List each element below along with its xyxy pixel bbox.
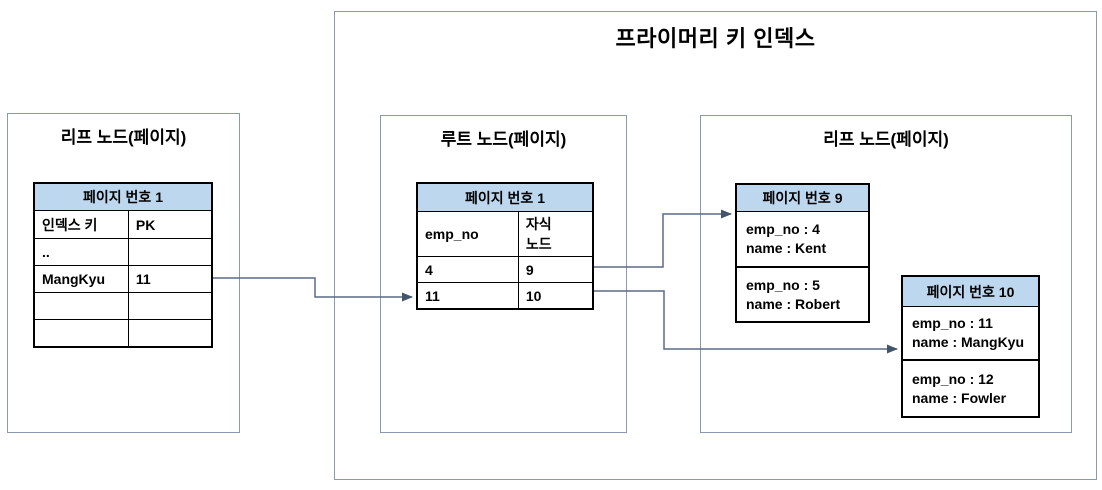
- primary-key-index-group-box: 프라이머리 키 인덱스: [334, 11, 1097, 480]
- record-line: emp_no : 11: [912, 315, 993, 332]
- table-cell: ..: [35, 239, 129, 265]
- table-cell: [129, 320, 211, 346]
- left-leaf-node-title: 리프 노드(페이지): [60, 128, 187, 147]
- root-table-header: 페이지 번호 1: [418, 184, 592, 212]
- table-row: 4 9: [418, 257, 592, 283]
- record-line: emp_no : 12: [912, 370, 994, 387]
- table-row: [35, 293, 211, 320]
- record-line: name : Robert: [746, 295, 841, 312]
- table-row: emp_no 자식 노드: [418, 212, 592, 257]
- col-header-child-node: 자식 노드: [519, 212, 592, 256]
- table-row: MangKyu 11: [35, 266, 211, 293]
- col-header-index-key: 인덱스 키: [35, 211, 129, 238]
- root-page-table: 페이지 번호 1 emp_no 자식 노드 4 9 11 10: [416, 182, 594, 310]
- record-cell: emp_no : 4 name : Kent: [737, 212, 868, 268]
- left-table-header: 페이지 번호 1: [35, 184, 211, 211]
- leaf-page9-table: 페이지 번호 9 emp_no : 4 name : Kent emp_no :…: [735, 183, 870, 323]
- left-leaf-node-box: 리프 노드(페이지): [7, 113, 240, 433]
- table-cell: 11: [135, 271, 151, 287]
- diagram-title: 프라이머리 키 인덱스: [615, 26, 816, 51]
- table-row: [35, 320, 211, 346]
- right-leaf-node-box: 리프 노드(페이지): [700, 115, 1072, 433]
- record-cell: emp_no : 5 name : Robert: [737, 268, 868, 321]
- page10-table-header: 페이지 번호 10: [903, 277, 1038, 307]
- root-node-box: 루트 노드(페이지): [380, 115, 627, 433]
- record-line: name : Fowler: [912, 389, 1007, 406]
- right-leaf-node-title: 리프 노드(페이지): [823, 130, 949, 149]
- record-cell: emp_no : 12 name : Fowler: [903, 361, 1038, 416]
- table-cell: [35, 320, 129, 346]
- record-line: emp_no : 4: [746, 221, 820, 238]
- table-cell: 4: [418, 257, 519, 282]
- table-cell: 10: [525, 287, 542, 304]
- table-cell: [129, 293, 211, 319]
- leaf-page10-table: 페이지 번호 10 emp_no : 11 name : MangKyu emp…: [901, 275, 1040, 418]
- record-line: name : Kent: [746, 240, 827, 256]
- table-cell: [129, 239, 211, 265]
- left-leaf-page-table: 페이지 번호 1 인덱스 키 PK .. MangKyu 11: [33, 182, 213, 348]
- table-row: 11 10: [418, 283, 592, 308]
- table-cell: MangKyu: [35, 266, 129, 292]
- col-header-pk: PK: [135, 216, 156, 233]
- record-cell: emp_no : 11 name : MangKyu: [903, 307, 1038, 361]
- col-header-emp-no: emp_no: [418, 212, 519, 256]
- table-row: 인덱스 키 PK: [35, 211, 211, 239]
- record-line: emp_no : 5: [746, 276, 820, 293]
- col-header-child-node-line1: 자식: [525, 216, 552, 232]
- table-cell: 11: [418, 283, 519, 308]
- root-node-title: 루트 노드(페이지): [440, 130, 567, 149]
- table-cell: 9: [525, 261, 534, 278]
- page9-table-header: 페이지 번호 9: [737, 185, 868, 212]
- table-row: ..: [35, 239, 211, 266]
- table-cell: [35, 293, 129, 319]
- record-line: name : MangKyu: [912, 334, 1025, 350]
- col-header-child-node-line2: 노드: [525, 236, 552, 252]
